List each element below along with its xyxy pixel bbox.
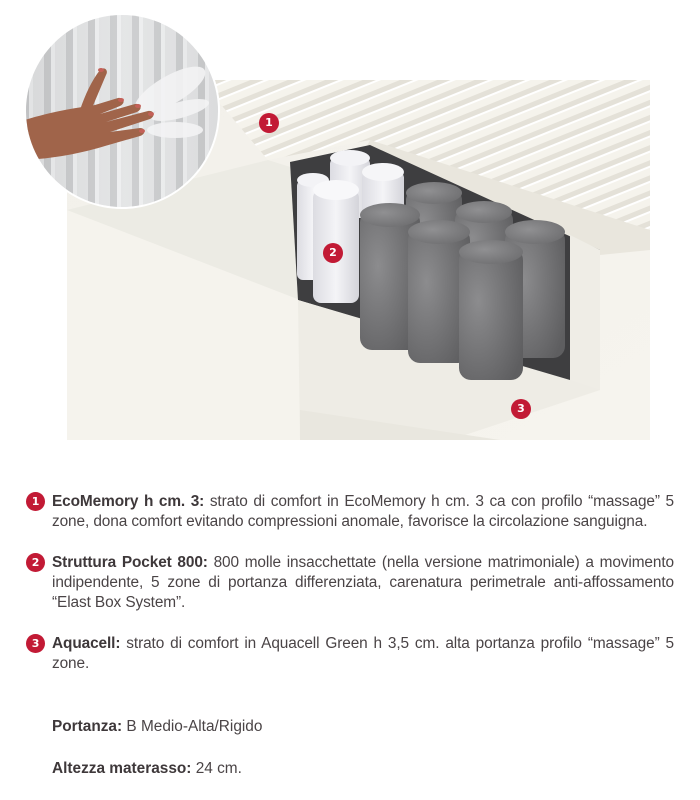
feature-3-title: Aquacell: [52, 635, 121, 652]
portanza-value: B Medio-Alta/Rigido [126, 718, 263, 735]
feature-2-badge: 2 [26, 553, 45, 572]
altezza-value: 24 cm. [195, 760, 242, 777]
callout-1-badge: 1 [259, 113, 279, 133]
feature-ecomemory: 1 EcoMemory h cm. 3: strato di comfort i… [26, 492, 674, 532]
feature-3-text: strato di comfort in Aquacell Green h 3,… [52, 635, 674, 672]
mattress-cross-section-image [24, 13, 650, 440]
callout-3-badge: 3 [511, 399, 531, 419]
feature-3-badge: 3 [26, 634, 45, 653]
spec-altezza: Altezza materasso: 24 cm. [52, 760, 242, 778]
callout-2-badge: 2 [323, 243, 343, 263]
feature-aquacell: 3 Aquacell: strato di comfort in Aquacel… [26, 634, 674, 674]
feature-2-text: 800 molle insacchettate (nella versione … [52, 554, 674, 611]
memory-foam-inset [24, 13, 220, 209]
feature-1-title: EcoMemory h cm. 3: [52, 493, 205, 510]
portanza-label: Portanza: [52, 718, 123, 735]
altezza-label: Altezza materasso: [52, 760, 192, 777]
spec-portanza: Portanza: B Medio-Alta/Rigido [52, 718, 262, 736]
feature-1-badge: 1 [26, 492, 45, 511]
mattress-illustration: 1 2 3 [24, 13, 650, 440]
feature-list: 1 EcoMemory h cm. 3: strato di comfort i… [26, 492, 674, 695]
feature-pocket-800: 2 Struttura Pocket 800: 800 molle insacc… [26, 553, 674, 613]
feature-1-text: strato di comfort in EcoMemory h cm. 3 c… [52, 493, 674, 530]
feature-2-title: Struttura Pocket 800: [52, 554, 208, 571]
pocket-springs [360, 182, 565, 380]
